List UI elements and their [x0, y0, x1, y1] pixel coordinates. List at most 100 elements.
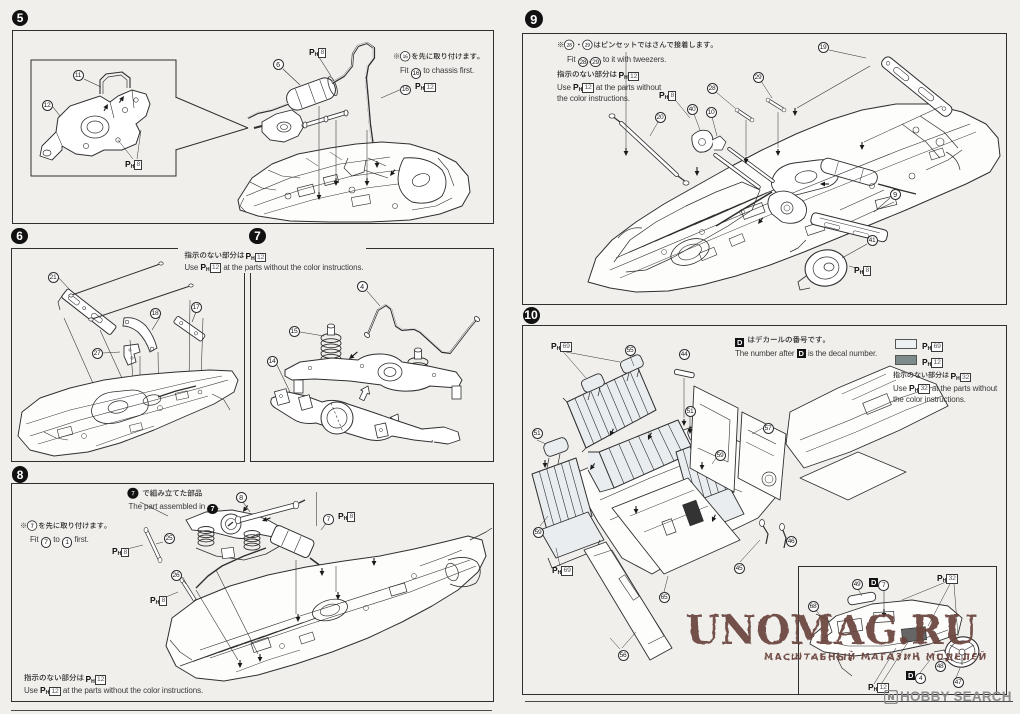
part-callout-65: 65 [658, 591, 670, 603]
part-callout-56: 56 [617, 649, 629, 661]
step10-illustration [531, 347, 980, 687]
step10-note-line: the color instructions. [893, 395, 966, 404]
part-callout-55: 55 [624, 344, 636, 356]
next-section-top-line [11, 710, 492, 712]
step9-note-line: Fit 28,29 to it with tweezers. [567, 54, 667, 68]
next-section-top-line [525, 701, 1013, 703]
part-callout-44: 44 [678, 348, 690, 360]
part-callout-6: 6 [272, 58, 284, 70]
jp-text-jp8b [21, 520, 107, 531]
part-callout-51: 51 [684, 405, 696, 417]
part-callout-68: 68 [807, 600, 819, 612]
part-callout-21: 21 [47, 271, 59, 283]
part-callout-9: 9 [889, 188, 901, 200]
color-swatch [895, 354, 917, 365]
part-callout-12: 12 [41, 99, 53, 111]
paint-or-ref-label: D [735, 338, 745, 347]
jp-text-jp10b [893, 371, 949, 378]
step5-note-line: Fit 16 to chassis first. [400, 66, 475, 79]
jp-text-jp9a [558, 39, 713, 51]
part-callout-59: 59 [532, 526, 544, 538]
step7-number-badge: 7 [249, 227, 266, 245]
part-callout-59: 59 [714, 449, 726, 461]
part-callout-11: 11 [72, 69, 84, 81]
watermark-hobbysearch: HOBBY SEARCH [884, 689, 1012, 704]
part-callout-20: 20 [654, 111, 666, 123]
step9-number-badge: 9 [524, 10, 543, 29]
part-callout-15: 15 [288, 325, 300, 337]
hobbysearch-logo-text: HOBBY SEARCH [900, 689, 1012, 704]
japanese-text-layer [21, 39, 949, 681]
part-callout-10: 10 [705, 106, 717, 118]
step5-number-badge: 5 [11, 9, 29, 27]
part-callout-49: 49 [851, 578, 863, 590]
part-callout-18: 18 [149, 307, 161, 319]
step9-panel-border [521, 32, 1007, 305]
part-callout-17: 17 [190, 301, 202, 313]
step8-panel-border [11, 483, 495, 702]
step7-illustration [270, 290, 481, 445]
step9-illustration [587, 49, 1001, 293]
step10-note-line: The number after D is the decal number. [735, 348, 878, 358]
jp-text-jp67 [184, 251, 245, 259]
part-callout-47: 47 [952, 676, 964, 688]
step8-number-badge: 8 [11, 466, 29, 483]
part-callout-57: 57 [762, 422, 774, 434]
jp-text-jp9b [557, 70, 617, 78]
step9-note-line: the color instructions. [557, 93, 630, 103]
step7-panel-border [249, 248, 495, 463]
step8-note-line: The part assembled in 7. [128, 501, 220, 515]
part-callout-27: 27 [91, 347, 103, 359]
step6-illustration [17, 261, 239, 457]
part-callout-25: 25 [163, 532, 175, 544]
step5-illustration [30, 41, 471, 223]
step7-note-background [178, 246, 366, 273]
part-callout-14: 14 [266, 355, 278, 367]
step6-number-badge: 6 [11, 227, 28, 245]
watermark-unomag: UNOMAG.RU [686, 607, 978, 654]
jp-text-jp10a [748, 335, 826, 343]
part-callout-28: 28 [706, 82, 718, 94]
part-callout-4: 4 [356, 280, 368, 292]
jp-text-jp5 [394, 51, 480, 62]
hobbysearch-logo-icon [884, 689, 898, 704]
jp-text-jp8a [127, 487, 202, 499]
part-callout-19: 19 [817, 41, 829, 53]
part-callout-26: 26 [170, 569, 182, 581]
part-callout-41: 41 [866, 234, 878, 246]
step6-panel-border [11, 248, 245, 463]
part-callout-40: 40 [686, 103, 698, 115]
part-callout-45: 45 [733, 562, 745, 574]
watermark-unomag-subtitle: МАСШТАБНЫЙ МАГАЗИН МОДЕЛЕЙ [764, 652, 988, 663]
part-callout-46: 46 [785, 535, 797, 547]
part-callout-29: 29 [752, 71, 764, 83]
part-callout-51: 51 [531, 427, 543, 439]
step5-panel-border [12, 29, 495, 225]
part-callout-48: 48 [934, 660, 946, 672]
part-callout-8: 8 [235, 492, 247, 503]
